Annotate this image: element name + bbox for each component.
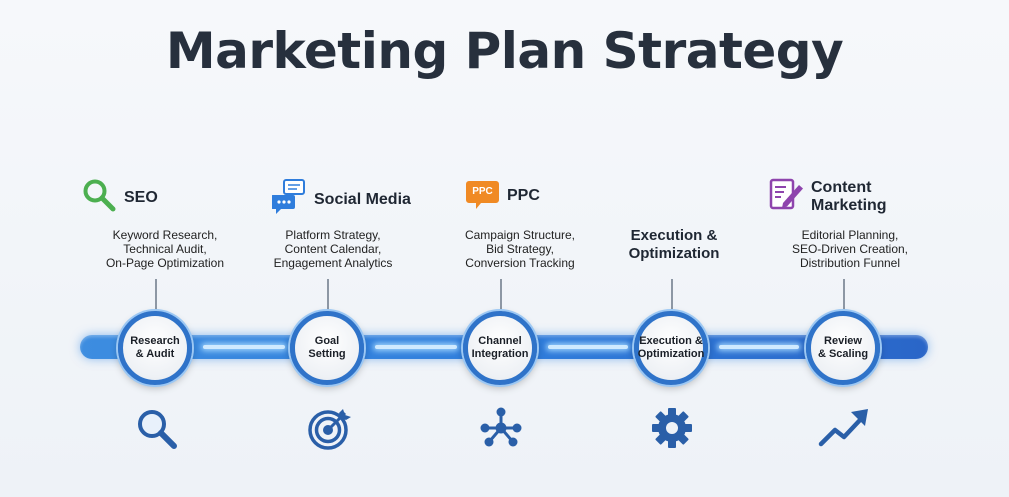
social-detail-1: Platform Strategy, — [285, 228, 381, 242]
track-glow-3 — [548, 345, 628, 349]
stage-label-execution-optimization: Execution & Optimization — [638, 335, 705, 361]
stage-label-review-scaling: Review & Scaling — [818, 335, 868, 361]
seo-details: Keyword Research, Technical Audit, On-Pa… — [75, 228, 255, 270]
social-media-header: Social Media — [271, 179, 411, 220]
stage-node-review-scaling[interactable]: Review & Scaling — [806, 311, 880, 385]
execution-label-line-2: Optimization — [628, 245, 720, 262]
stage-5-line-2: & Scaling — [817, 348, 869, 360]
seo-detail-3: On-Page Optimization — [105, 256, 225, 270]
stage-node-goal-setting[interactable]: Goal Setting — [290, 311, 364, 385]
social-detail-3: Engagement Analytics — [273, 256, 393, 270]
content-label-line-1: Content — [811, 178, 872, 196]
content-detail-2: SEO-Driven Creation, — [791, 242, 909, 256]
seo-detail-1: Keyword Research, — [112, 228, 218, 242]
content-detail-3: Distribution Funnel — [799, 256, 901, 270]
execution-header: Execution & Optimization — [584, 227, 764, 263]
seo-detail-2: Technical Audit, — [123, 242, 207, 256]
track-glow-4 — [719, 345, 799, 349]
magnifier-icon — [82, 178, 116, 217]
content-marketing-header: Content Marketing — [769, 176, 887, 217]
ppc-badge-text: PPC — [472, 186, 493, 197]
track-glow-2 — [375, 345, 457, 349]
ppc-details: Campaign Structure, Bid Strategy, Conver… — [430, 228, 610, 270]
ppc-label: PPC — [507, 187, 540, 204]
stage-1-line-1: Research — [130, 335, 180, 347]
connector-line-1 — [155, 279, 157, 312]
content-marketing-details: Editorial Planning, SEO-Driven Creation,… — [760, 228, 940, 270]
stage-label-research-audit: Research & Audit — [130, 335, 180, 361]
content-detail-1: Editorial Planning, — [801, 228, 899, 242]
ppc-detail-1: Campaign Structure, — [464, 228, 576, 242]
search-icon — [135, 407, 179, 456]
stage-4-line-1: Execution & — [639, 335, 703, 347]
stage-label-goal-setting: Goal Setting — [308, 335, 345, 361]
stage-1-line-2: & Audit — [135, 348, 175, 360]
trend-up-icon — [818, 406, 870, 453]
content-marketing-label: Content Marketing — [811, 179, 887, 215]
content-label-line-2: Marketing — [811, 196, 887, 214]
stage-4-line-2: Optimization — [637, 348, 705, 360]
stage-2-line-2: Setting — [308, 348, 346, 360]
social-detail-2: Content Calendar, — [284, 242, 382, 256]
stage-node-execution-optimization[interactable]: Execution & Optimization — [634, 311, 708, 385]
chat-bubbles-icon — [271, 179, 306, 220]
track-glow-1 — [203, 345, 285, 349]
ppc-header: PPC PPC — [466, 181, 540, 211]
ppc-detail-2: Bid Strategy, — [486, 242, 554, 256]
stage-2-line-1: Goal — [314, 335, 340, 347]
ppc-badge-icon: PPC — [466, 181, 499, 211]
stage-3-line-1: Channel — [478, 335, 522, 347]
execution-label-line-1: Execution & — [630, 227, 718, 244]
seo-header: SEO — [82, 178, 158, 217]
social-media-label: Social Media — [314, 190, 411, 208]
target-icon — [307, 405, 353, 456]
stage-3-line-2: Integration — [471, 348, 529, 360]
content-edit-icon — [769, 176, 803, 217]
gear-icon — [651, 407, 693, 454]
stage-label-channel-integration: Channel Integration — [472, 335, 529, 361]
connector-line-2 — [327, 279, 329, 312]
connector-line-3 — [500, 279, 502, 312]
seo-label: SEO — [124, 188, 158, 206]
social-media-details: Platform Strategy, Content Calendar, Eng… — [243, 228, 423, 270]
ppc-detail-3: Conversion Tracking — [465, 256, 575, 270]
stage-node-research-audit[interactable]: Research & Audit — [118, 311, 192, 385]
network-icon — [480, 407, 522, 454]
stage-node-channel-integration[interactable]: Channel Integration — [463, 311, 537, 385]
connector-line-4 — [671, 279, 673, 312]
stage-5-line-1: Review — [824, 335, 862, 347]
connector-line-5 — [843, 279, 845, 312]
page-title: Marketing Plan Strategy — [165, 22, 844, 80]
